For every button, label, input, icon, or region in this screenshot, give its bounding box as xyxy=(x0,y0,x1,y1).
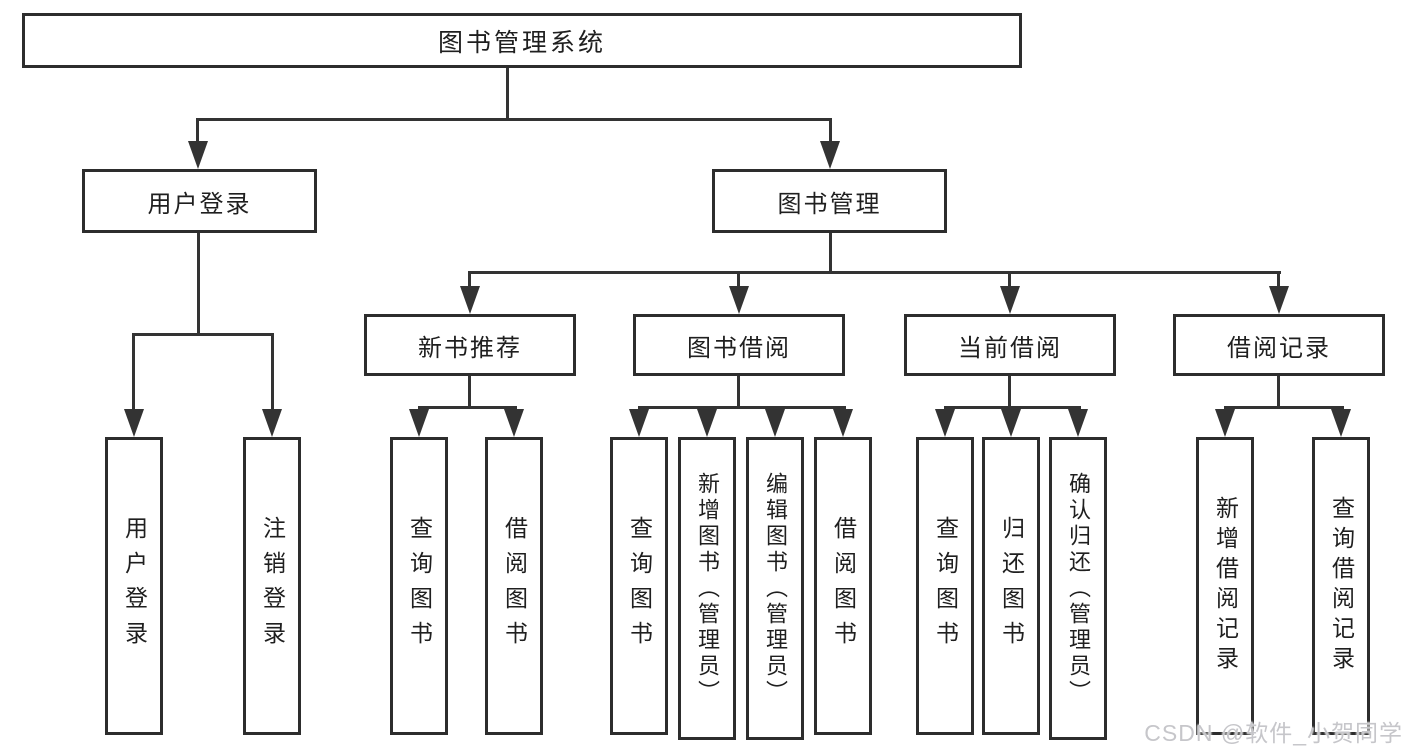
node-label: 图书管理 xyxy=(777,190,882,218)
node-label: 编辑图书（管理员） xyxy=(763,471,788,706)
node-label: 查询借阅记录 xyxy=(1328,496,1355,676)
leaf-query-books-recommend: 查询图书 xyxy=(390,437,448,735)
node-new-book-recommend: 新书推荐 xyxy=(364,314,576,376)
node-label: 借阅图书 xyxy=(501,516,528,656)
connector-line xyxy=(1008,376,1011,409)
leaf-return-book: 归还图书 xyxy=(982,437,1040,735)
connector-line xyxy=(197,233,200,336)
node-label: 新书推荐 xyxy=(418,334,522,362)
arrow-down-icon xyxy=(820,141,840,169)
node-user-login: 用户登录 xyxy=(82,169,317,233)
arrow-down-icon xyxy=(629,409,649,437)
connector-line xyxy=(1224,406,1344,409)
leaf-confirm-return-admin: 确认归还（管理员） xyxy=(1049,437,1107,740)
arrow-down-icon xyxy=(1001,409,1021,437)
leaf-query-books-borrowing: 查询图书 xyxy=(610,437,668,735)
node-label: 图书管理系统 xyxy=(437,28,606,57)
node-label: 查询图书 xyxy=(932,516,959,656)
leaf-add-borrow-record: 新增借阅记录 xyxy=(1196,437,1254,735)
connector-line xyxy=(737,376,740,409)
connector-line xyxy=(829,118,832,148)
connector-line xyxy=(271,333,274,413)
node-label: 当前借阅 xyxy=(958,334,1062,362)
connector-line xyxy=(737,271,740,293)
arrow-down-icon xyxy=(188,141,208,169)
arrow-down-icon xyxy=(765,409,785,437)
node-label: 图书借阅 xyxy=(687,334,791,362)
connector-line xyxy=(418,406,517,409)
node-label: 注销登录 xyxy=(259,516,286,656)
arrow-down-icon xyxy=(1000,286,1020,314)
connector-line xyxy=(506,68,509,121)
connector-line xyxy=(468,376,471,409)
connector-line xyxy=(196,118,832,121)
node-borrowing-records: 借阅记录 xyxy=(1173,314,1385,376)
node-book-borrowing: 图书借阅 xyxy=(633,314,845,376)
arrow-down-icon xyxy=(262,409,282,437)
arrow-down-icon xyxy=(409,409,429,437)
connector-line xyxy=(468,271,1281,274)
csdn-watermark: CSDN @软件_小贺同学 xyxy=(1144,720,1403,746)
node-label: 借阅记录 xyxy=(1227,334,1331,362)
node-label: 新增图书（管理员） xyxy=(695,471,720,706)
leaf-logout: 注销登录 xyxy=(243,437,301,735)
leaf-user-login: 用户登录 xyxy=(105,437,163,735)
connector-line xyxy=(638,406,846,409)
leaf-edit-book-admin: 编辑图书（管理员） xyxy=(746,437,804,740)
connector-line xyxy=(132,333,135,413)
node-library-management-system: 图书管理系统 xyxy=(22,13,1022,68)
arrow-down-icon xyxy=(460,286,480,314)
node-label: 用户登录 xyxy=(147,190,252,218)
arrow-down-icon xyxy=(504,409,524,437)
node-label: 确认归还（管理员） xyxy=(1066,471,1091,706)
node-book-management: 图书管理 xyxy=(712,169,947,233)
leaf-add-book-admin: 新增图书（管理员） xyxy=(678,437,736,740)
arrow-down-icon xyxy=(729,286,749,314)
leaf-query-books-current: 查询图书 xyxy=(916,437,974,735)
node-label: 查询图书 xyxy=(626,516,653,656)
arrow-down-icon xyxy=(833,409,853,437)
connector-line xyxy=(1008,271,1011,293)
arrow-down-icon xyxy=(1269,286,1289,314)
arrow-down-icon xyxy=(935,409,955,437)
arrow-down-icon xyxy=(1331,409,1351,437)
node-label: 查询图书 xyxy=(406,516,433,656)
connector-line xyxy=(944,406,1081,409)
arrow-down-icon xyxy=(1068,409,1088,437)
connector-line xyxy=(132,333,274,336)
leaf-query-borrow-record: 查询借阅记录 xyxy=(1312,437,1370,735)
node-label: 新增借阅记录 xyxy=(1212,496,1239,676)
node-current-borrowing: 当前借阅 xyxy=(904,314,1116,376)
leaf-borrow-books: 借阅图书 xyxy=(814,437,872,735)
arrow-down-icon xyxy=(124,409,144,437)
leaf-borrow-books-recommend: 借阅图书 xyxy=(485,437,543,735)
node-label: 用户登录 xyxy=(121,516,148,656)
node-label: 归还图书 xyxy=(998,516,1025,656)
connector-line xyxy=(196,118,199,148)
arrow-down-icon xyxy=(697,409,717,437)
connector-line xyxy=(1277,271,1280,293)
arrow-down-icon xyxy=(1215,409,1235,437)
node-label: 借阅图书 xyxy=(830,516,857,656)
connector-line xyxy=(468,271,471,293)
connector-line xyxy=(829,233,832,274)
connector-line xyxy=(1277,376,1280,409)
